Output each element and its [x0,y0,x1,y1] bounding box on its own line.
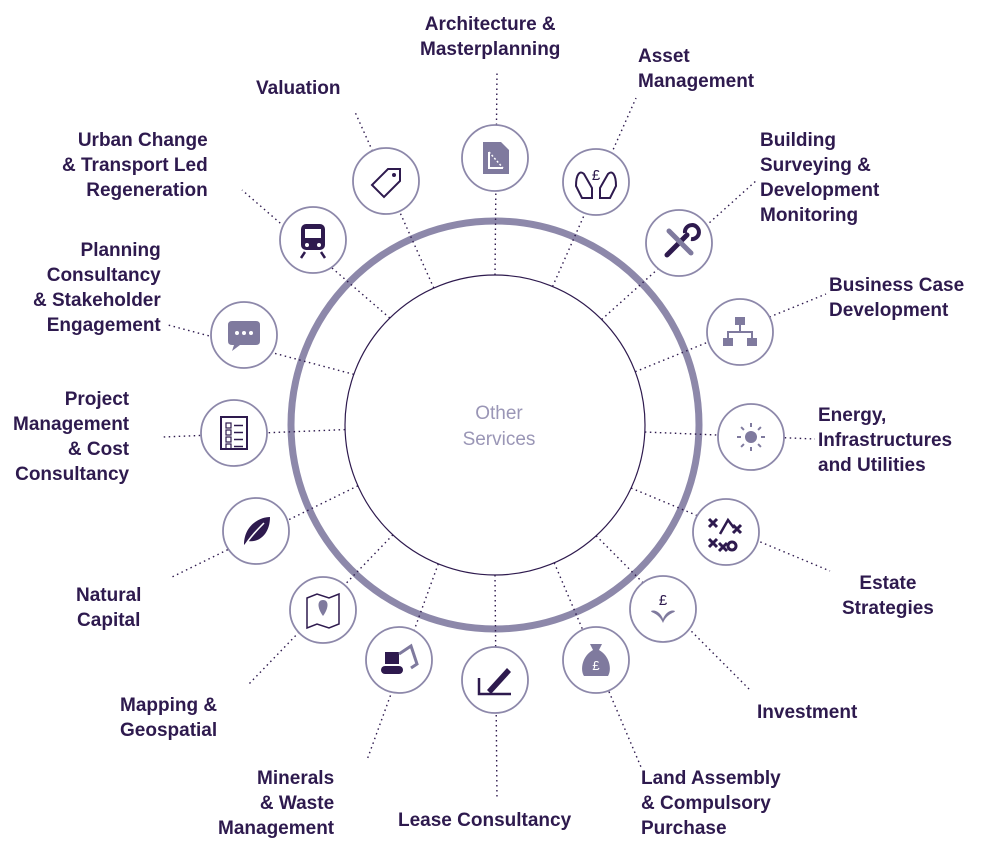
service-label-line: Development [760,180,880,201]
service-label-line: Strategies [842,598,934,619]
service-label-line: Geospatial [120,720,218,741]
connector-line-investment [595,535,751,691]
service-label-line: Mapping & [120,695,218,716]
service-label-line: Monitoring [760,205,859,226]
service-label-line: Project [64,389,130,410]
svg-text:£: £ [659,592,668,609]
svg-text:£: £ [592,658,600,673]
service-label-mapping: Mapping & Geospatial [120,693,217,743]
service-label-line: Management [218,818,335,839]
service-label-line: Lease Consultancy [398,810,572,831]
price-tag-icon [352,147,420,215]
service-label-line: & Compulsory [641,793,771,814]
money-bag-icon: £ [562,626,630,694]
service-label-line: Minerals [257,768,335,789]
service-label-line: Asset [638,46,690,67]
service-label-line: Planning [80,240,161,261]
service-label-line: Management [13,414,130,435]
service-label-line: Masterplanning [420,39,561,60]
center-label-line-2: Services [463,429,536,450]
strategy-icon [692,498,760,566]
service-label-line: & Stakeholder [33,290,161,311]
service-label-line: Infrastructures [818,430,953,451]
train-icon [279,206,347,274]
svg-text:£: £ [592,167,601,184]
service-label-line: Regeneration [86,180,208,201]
checklist-icon [200,399,268,467]
service-label-line: Valuation [256,78,341,99]
outer-ring [287,217,703,633]
service-label-line: Consultancy [46,265,161,286]
service-label-line: Surveying & [760,155,871,176]
service-label-lease: Lease Consultancy [398,808,571,833]
service-label-line: Urban Change [77,130,208,151]
service-label-line: & Transport Led [62,155,208,176]
service-label-line: Natural [76,585,142,606]
speech-bubble-icon [210,301,278,369]
service-label-line: & Waste [259,793,335,814]
service-label-line: Business Case [829,275,965,296]
service-label-valuation: Valuation [256,76,340,101]
service-label-line: Building [760,130,836,151]
service-label-line: Capital [77,610,141,631]
service-label-line: Purchase [641,818,727,839]
excavator-icon [365,626,433,694]
service-label-line: & Cost [67,439,130,460]
service-label-line: Engagement [46,315,161,336]
service-label-line: Land Assembly [641,768,781,789]
service-label-line: Management [638,71,755,92]
service-label-line: Development [829,300,949,321]
service-label-line: Energy, [818,405,887,426]
service-label-line: Investment [757,702,858,723]
service-label-line: Estate [859,573,917,594]
signature-icon [461,646,529,714]
map-pin-icon [289,576,357,644]
service-label-investment: Investment [757,700,857,725]
tools-icon [645,209,713,277]
leaf-icon [222,497,290,565]
service-label-architecture: Architecture & Masterplanning [420,12,560,62]
center-label-line-1: Other [475,403,523,424]
service-label-energy: Energy, Infrastructures and Utilities [818,403,952,478]
service-label-line: Architecture & [424,14,556,35]
service-label-line: and Utilities [818,455,926,476]
service-label-line: Consultancy [15,464,130,485]
hands-pound-icon: £ [562,148,630,216]
pound-growth-icon: £ [629,575,697,643]
blueprint-icon [461,124,529,192]
connector-line-estate [630,487,831,572]
sun-icon [717,403,785,471]
flowchart-icon [706,298,774,366]
center-circle [344,274,646,576]
